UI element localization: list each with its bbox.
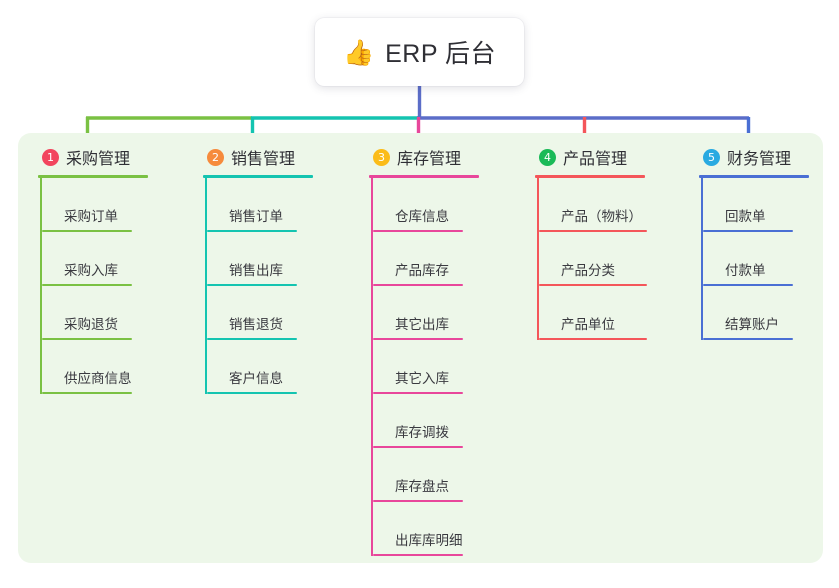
leaf-rule bbox=[539, 230, 647, 232]
leaf-rule bbox=[42, 230, 132, 232]
leaf-label: 付款单 bbox=[725, 263, 766, 278]
branch-header-rule-5 bbox=[699, 175, 809, 178]
leaf-rule bbox=[373, 446, 463, 448]
leaf-node[interactable]: 库存盘点 bbox=[373, 448, 487, 502]
leaf-label: 库存调拨 bbox=[395, 425, 449, 440]
leaf-label: 采购订单 bbox=[64, 209, 118, 224]
leaf-rule bbox=[207, 338, 297, 340]
leaf-node[interactable]: 仓库信息 bbox=[373, 178, 487, 232]
branch-header-3[interactable]: 3 库存管理 bbox=[369, 145, 487, 169]
leaf-label: 销售出库 bbox=[229, 263, 283, 278]
leaf-label: 供应商信息 bbox=[64, 371, 132, 386]
leaf-label: 产品（物料） bbox=[561, 209, 642, 224]
leaf-node[interactable]: 其它入库 bbox=[373, 340, 487, 394]
branch-body-1: 采购订单采购入库采购退货供应商信息 bbox=[40, 178, 156, 394]
leaf-rule bbox=[539, 338, 647, 340]
leaf-node[interactable]: 采购入库 bbox=[42, 232, 156, 286]
leaf-node[interactable]: 产品分类 bbox=[539, 232, 653, 286]
branch-badge-4: 4 bbox=[539, 148, 556, 166]
branch-header-rule-4 bbox=[535, 175, 645, 178]
leaf-node[interactable]: 库存调拨 bbox=[373, 394, 487, 448]
leaf-rule bbox=[373, 392, 463, 394]
leaf-node[interactable]: 付款单 bbox=[703, 232, 817, 286]
branch-header-5[interactable]: 5 财务管理 bbox=[699, 145, 817, 169]
branch-title-2: 销售管理 bbox=[231, 151, 296, 168]
leaf-rule bbox=[373, 230, 463, 232]
branch-body-4: 产品（物料） 产品分类产品单位 bbox=[537, 178, 653, 340]
leaf-rule bbox=[703, 284, 793, 286]
leaf-rule bbox=[207, 230, 297, 232]
leaf-node[interactable]: 回款单 bbox=[703, 178, 817, 232]
leaf-label: 销售订单 bbox=[229, 209, 283, 224]
leaf-rule bbox=[42, 392, 132, 394]
branch-header-2[interactable]: 2 销售管理 bbox=[203, 145, 321, 169]
leaf-rule bbox=[373, 500, 463, 502]
branch-header-1[interactable]: 1 采购管理 bbox=[38, 145, 156, 169]
leaf-label: 采购入库 bbox=[64, 263, 118, 278]
branch-column-5: 5 财务管理回款单付款单结算账户 bbox=[699, 145, 817, 340]
branch-body-3: 仓库信息产品库存其它出库其它入库库存调拨库存盘点出库库明细 bbox=[371, 178, 487, 556]
root-node-content: 👍 ERP 后台 bbox=[343, 34, 496, 70]
page-title: ERP 后台 bbox=[385, 40, 497, 68]
leaf-node[interactable]: 客户信息 bbox=[207, 340, 321, 394]
leaf-label: 采购退货 bbox=[64, 317, 118, 332]
leaf-label: 产品分类 bbox=[561, 263, 615, 278]
leaf-rule bbox=[373, 554, 463, 556]
branch-badge-5: 5 bbox=[703, 148, 720, 166]
leaf-node[interactable]: 销售订单 bbox=[207, 178, 321, 232]
leaf-node[interactable]: 其它出库 bbox=[373, 286, 487, 340]
leaf-node[interactable]: 出库库明细 bbox=[373, 502, 487, 556]
leaf-node[interactable]: 产品（物料） bbox=[539, 178, 653, 232]
branch-title-3: 库存管理 bbox=[397, 151, 462, 168]
branch-header-rule-3 bbox=[369, 175, 479, 178]
branch-column-3: 3 库存管理仓库信息产品库存其它出库其它入库库存调拨库存盘点出库库明细 bbox=[369, 145, 487, 556]
leaf-label: 仓库信息 bbox=[395, 209, 449, 224]
leaf-node[interactable]: 结算账户 bbox=[703, 286, 817, 340]
leaf-node[interactable]: 销售出库 bbox=[207, 232, 321, 286]
diagram-panel bbox=[18, 133, 823, 563]
leaf-rule bbox=[373, 284, 463, 286]
branch-header-4[interactable]: 4 产品管理 bbox=[535, 145, 653, 169]
branch-column-1: 1 采购管理采购订单采购入库采购退货供应商信息 bbox=[38, 145, 156, 394]
thumbs-up-icon: 👍 bbox=[342, 37, 375, 67]
leaf-node[interactable]: 采购退货 bbox=[42, 286, 156, 340]
branch-header-rule-1 bbox=[38, 175, 148, 178]
leaf-label: 客户信息 bbox=[229, 371, 283, 386]
leaf-rule bbox=[42, 338, 132, 340]
leaf-label: 产品单位 bbox=[561, 317, 615, 332]
branch-column-2: 2 销售管理销售订单销售出库销售退货客户信息 bbox=[203, 145, 321, 394]
leaf-node[interactable]: 产品单位 bbox=[539, 286, 653, 340]
branch-badge-3: 3 bbox=[373, 148, 390, 166]
leaf-rule bbox=[42, 284, 132, 286]
leaf-node[interactable]: 销售退货 bbox=[207, 286, 321, 340]
leaf-rule bbox=[373, 338, 463, 340]
leaf-label: 库存盘点 bbox=[395, 479, 449, 494]
leaf-node[interactable]: 产品库存 bbox=[373, 232, 487, 286]
leaf-label: 出库库明细 bbox=[395, 533, 463, 548]
leaf-node[interactable]: 采购订单 bbox=[42, 178, 156, 232]
branch-badge-1: 1 bbox=[42, 148, 59, 166]
branch-title-5: 财务管理 bbox=[727, 151, 792, 168]
leaf-label: 结算账户 bbox=[725, 317, 779, 332]
leaf-node[interactable]: 供应商信息 bbox=[42, 340, 156, 394]
leaf-rule bbox=[207, 392, 297, 394]
branch-title-4: 产品管理 bbox=[563, 151, 628, 168]
branch-column-4: 4 产品管理产品（物料） 产品分类产品单位 bbox=[535, 145, 653, 340]
leaf-label: 其它入库 bbox=[395, 371, 449, 386]
leaf-rule bbox=[703, 230, 793, 232]
branch-header-rule-2 bbox=[203, 175, 313, 178]
leaf-label: 其它出库 bbox=[395, 317, 449, 332]
leaf-rule bbox=[703, 338, 793, 340]
branch-badge-2: 2 bbox=[207, 148, 224, 166]
leaf-label: 回款单 bbox=[725, 209, 766, 224]
leaf-rule bbox=[207, 284, 297, 286]
root-node-card[interactable]: 👍 ERP 后台 bbox=[315, 18, 524, 86]
branch-body-5: 回款单付款单结算账户 bbox=[701, 178, 817, 340]
leaf-label: 销售退货 bbox=[229, 317, 283, 332]
leaf-label: 产品库存 bbox=[395, 263, 449, 278]
leaf-rule bbox=[539, 284, 647, 286]
branch-body-2: 销售订单销售出库销售退货客户信息 bbox=[205, 178, 321, 394]
branch-title-1: 采购管理 bbox=[66, 151, 131, 168]
